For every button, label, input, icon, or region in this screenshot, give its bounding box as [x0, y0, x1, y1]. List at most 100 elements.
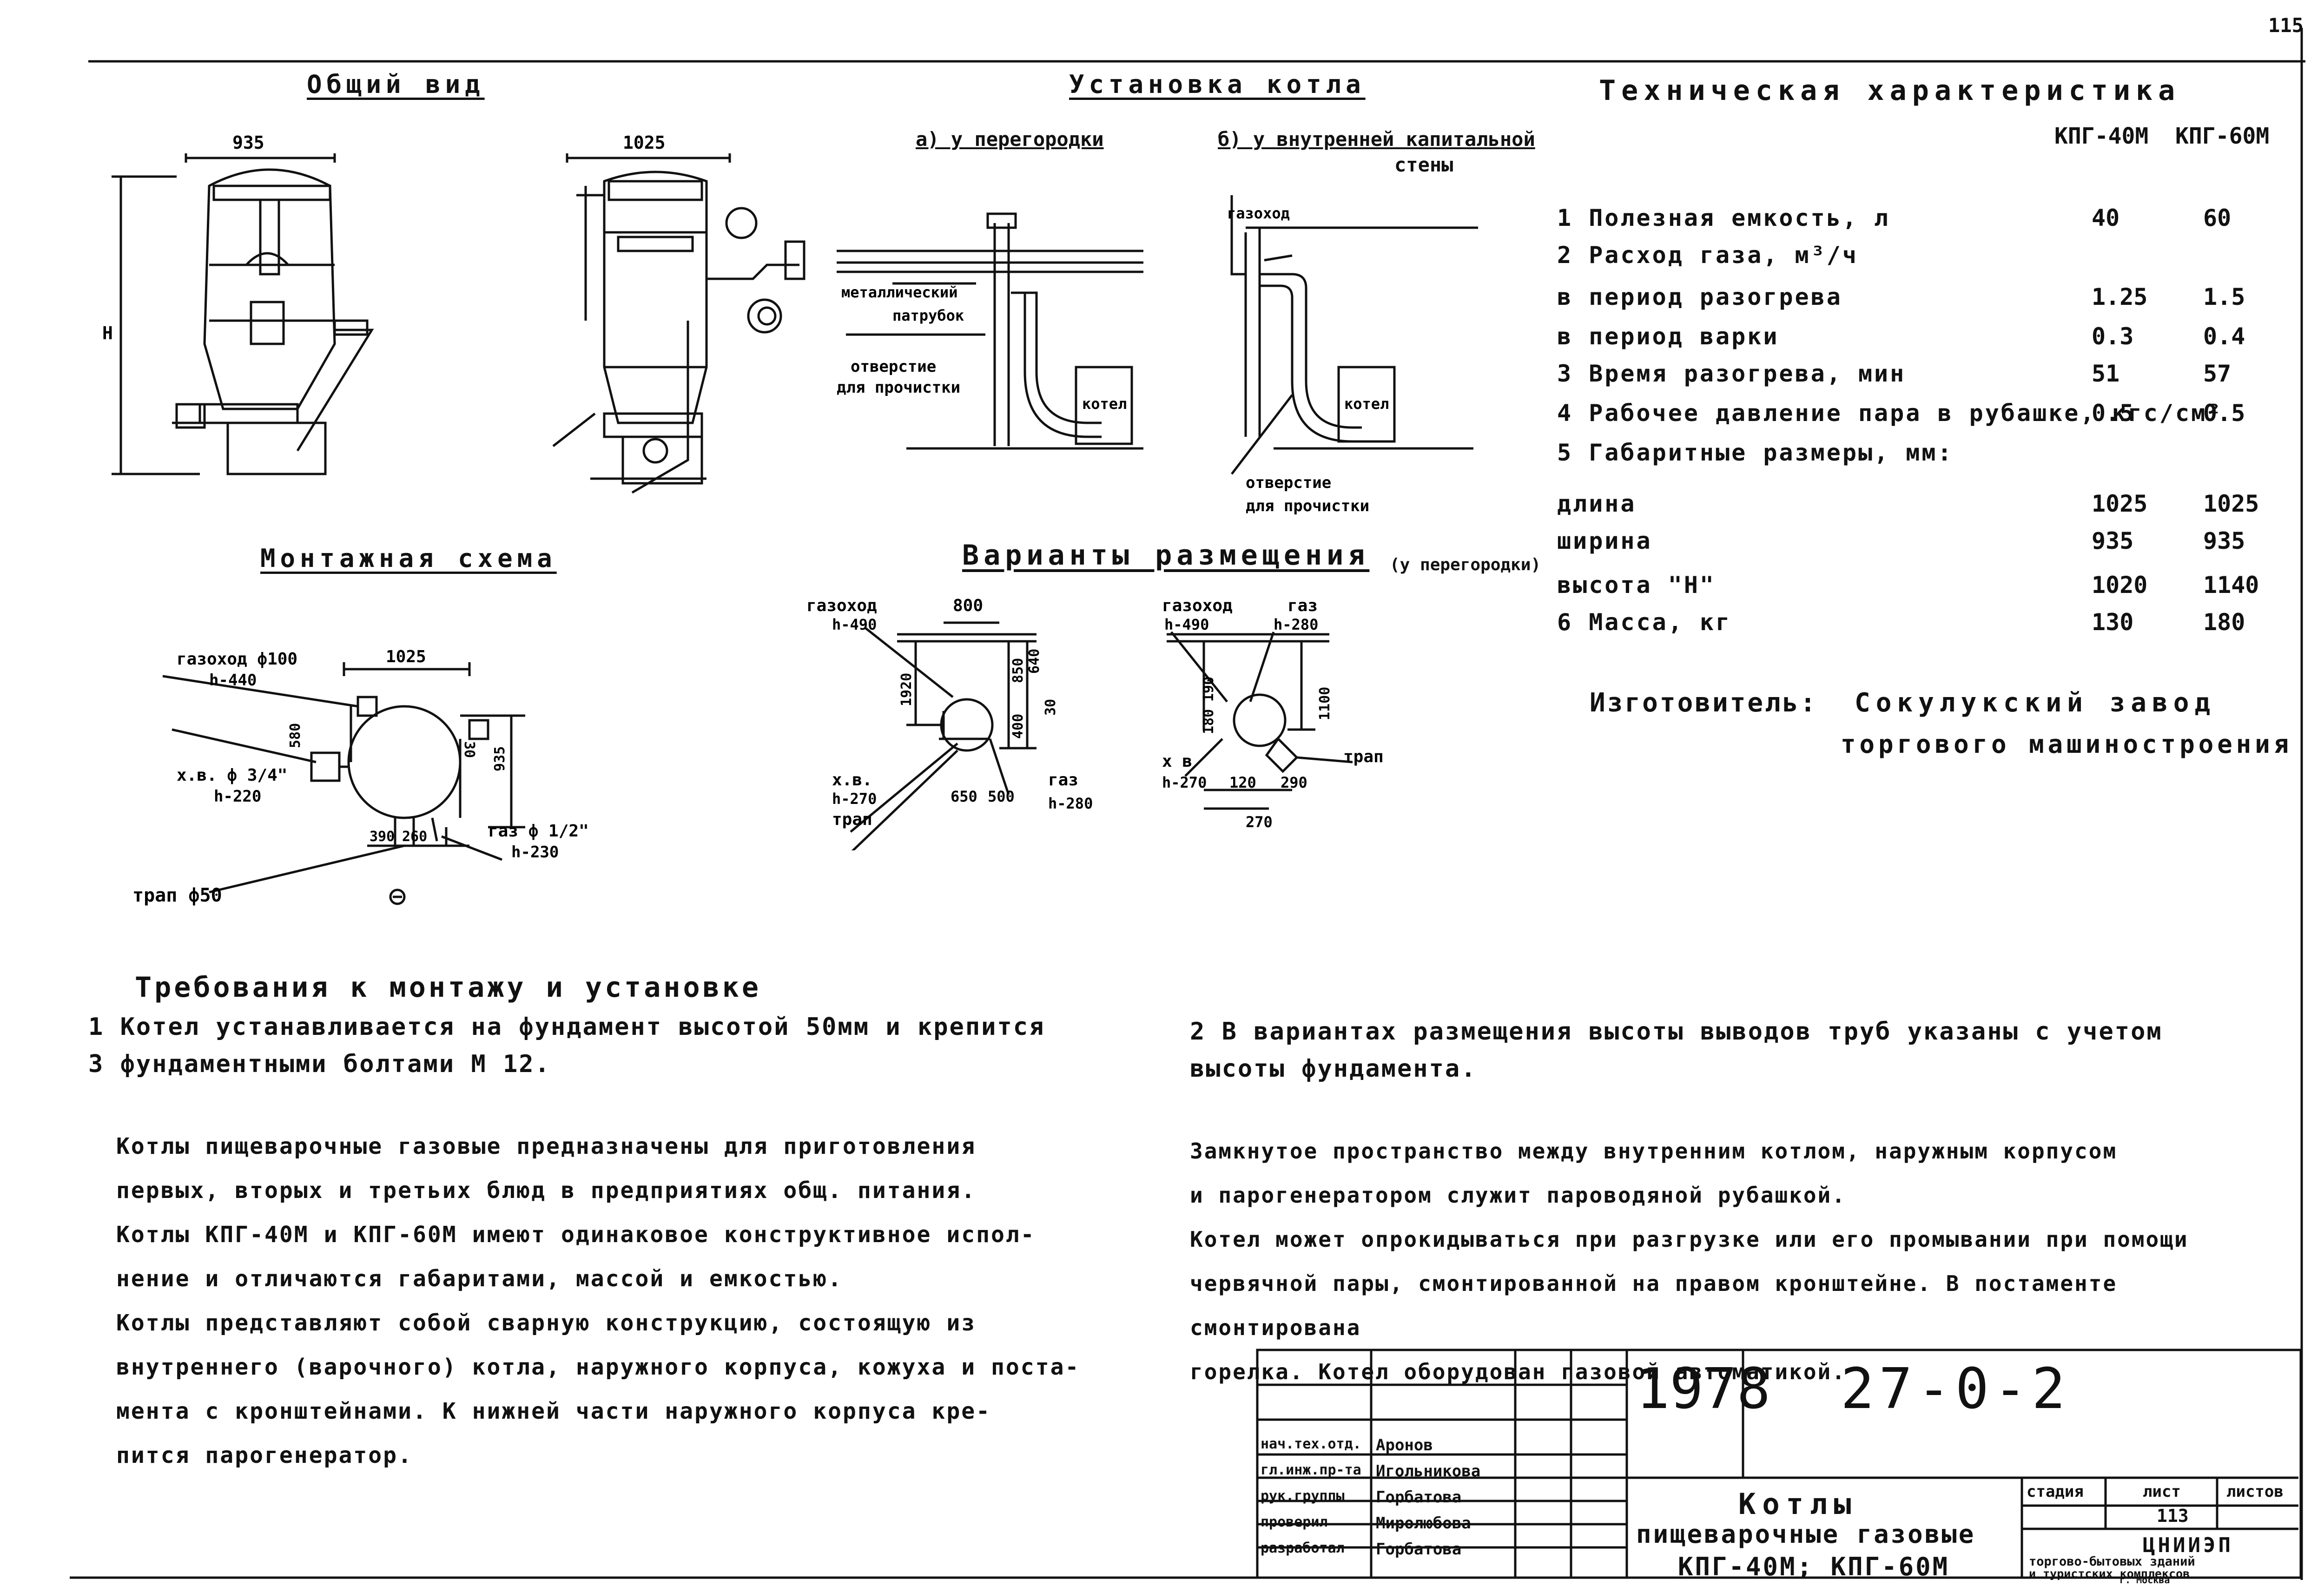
- mounting-scheme-drawing: газоход ф100 h-440 1025 х.в. ф 3/4" h-22…: [132, 647, 589, 906]
- label-cleaning-hole-2: для прочистки: [837, 378, 960, 397]
- tech-row-label: в период варки: [1557, 323, 1779, 350]
- tech-row-label: высота "Н": [1557, 572, 1716, 599]
- tech-col1: КПГ-40М: [2054, 123, 2149, 149]
- stamp-stage-label: стадия: [2027, 1482, 2084, 1501]
- pl-640: 640: [1026, 649, 1043, 674]
- requirements-item1: 1 Котел устанавливается на фундамент выс…: [88, 1013, 1045, 1078]
- heading-installation-b: б) у внутренней капитальной: [1218, 128, 1535, 151]
- pr-180: 180: [1201, 709, 1217, 734]
- stamp-title-3: КПГ-40М; КПГ-60М: [1678, 1552, 1950, 1581]
- tech-row-value-kpg40: 1025: [2092, 490, 2148, 517]
- manufacturer-label: Изготовитель:: [1590, 688, 1818, 718]
- tech-row-value-kpg40: 0.3: [2092, 323, 2134, 350]
- tech-row-label: 3 Время разогрева, мин: [1557, 360, 1906, 387]
- pr-270: 270: [1246, 813, 1273, 831]
- label-metal-pipe-1: металлический: [841, 283, 957, 301]
- tech-row-label: 4 Рабочее давление пара в рубашке, кгс/с…: [1557, 400, 2223, 427]
- tech-row-value-kpg60: 57: [2203, 360, 2232, 387]
- pr-190: 190: [1201, 677, 1217, 702]
- mount-30: 30: [461, 741, 477, 758]
- heading-installation-a: а) у перегородки: [916, 128, 1104, 151]
- stamp-sheet-no: 113: [2157, 1506, 2189, 1526]
- mount-935: 935: [492, 746, 508, 771]
- label-boiler-b: котел: [1344, 395, 1389, 413]
- tech-row-value-kpg60: 0.4: [2203, 323, 2245, 350]
- mount-260: 260: [402, 829, 427, 845]
- stamp-org-1: ЦНИИЭП: [2143, 1533, 2233, 1557]
- stamp-person-role: нач.тех.отд.: [1261, 1436, 1361, 1452]
- heading-installation: Установка котла: [1069, 70, 1366, 99]
- pr-290: 290: [1281, 774, 1307, 791]
- tech-row-value-kpg40: 1020: [2092, 572, 2148, 599]
- pl-flue-h: h-490: [832, 616, 877, 633]
- manufacturer-line2: торгового машиностроения: [1841, 730, 2293, 759]
- stamp-year: 1978: [1636, 1357, 1770, 1421]
- tech-col2: КПГ-60М: [2175, 123, 2270, 149]
- general-view-drawing: 935 1025 H: [102, 132, 805, 494]
- pr-flue-h: h-490: [1164, 616, 1209, 633]
- stamp-org-3: и туристских комплексов: [2029, 1567, 2190, 1580]
- tech-row-value-kpg40: 130: [2092, 609, 2134, 636]
- stamp-title-1: Котлы: [1738, 1487, 1858, 1521]
- description-left: Котлы пищеварочные газовые предназначены…: [116, 1133, 1080, 1468]
- pr-cold-water-h: h-270: [1162, 774, 1207, 791]
- mount-drain: трап ф50: [132, 885, 222, 906]
- tech-row-label: 6 Масса, кг: [1557, 609, 1732, 636]
- title-block-grid: [1256, 1349, 2302, 1579]
- pl-gas-h: h-280: [1048, 795, 1093, 812]
- pr-drain: трап: [1343, 747, 1384, 766]
- description-right: Замкнутое пространство между внутренним …: [1190, 1138, 2189, 1384]
- pl-cold-water: х.в.: [832, 770, 872, 790]
- tech-row-value-kpg40: 0.5: [2092, 400, 2134, 427]
- tech-row-value-kpg60: 935: [2203, 527, 2245, 554]
- mount-flue: газоход ф100: [177, 650, 297, 669]
- tech-title: Техническая характеристика: [1599, 74, 2181, 107]
- stamp-person-role: рук.группы: [1261, 1488, 1345, 1504]
- mount-580: 580: [287, 723, 304, 748]
- tech-row-value-kpg40: 935: [2092, 527, 2134, 554]
- label-cleaning-hole-b-1: отверстие: [1246, 474, 1331, 492]
- tech-row-value-kpg60: 0.5: [2203, 400, 2245, 427]
- stamp-sheet-label: лист: [2143, 1482, 2181, 1501]
- sheet-corner-number: 115: [2268, 14, 2304, 37]
- mount-390: 390: [370, 829, 395, 845]
- pr-gas-h: h-280: [1274, 616, 1318, 633]
- pl-650: 650: [951, 788, 977, 805]
- pr-gas: газ: [1287, 596, 1318, 615]
- pr-120: 120: [1229, 774, 1256, 791]
- stamp-person-role: проверил: [1261, 1514, 1328, 1530]
- tech-row-value-kpg40: 1.25: [2092, 283, 2148, 310]
- dim-h: H: [102, 323, 113, 343]
- mount-1025: 1025: [386, 647, 426, 666]
- stamp-person-name: Аронов: [1376, 1436, 1433, 1454]
- tech-row-label: ширина: [1557, 527, 1652, 554]
- manufacturer-line1: Сокулукский завод: [1855, 688, 2216, 718]
- pr-cold-water: х в: [1162, 752, 1192, 771]
- stamp-person-role: гл.инж.пр-та: [1261, 1462, 1361, 1478]
- pr-flue: газоход: [1162, 596, 1233, 615]
- tech-row-value-kpg60: 1025: [2203, 490, 2259, 517]
- heading-general-view: Общий вид: [307, 70, 485, 99]
- pl-30: 30: [1043, 699, 1059, 716]
- stamp-person-name: Горбатова: [1376, 1488, 1462, 1507]
- label-flue-b: газоход: [1227, 204, 1290, 222]
- stamp-person-name: Миролюбова: [1376, 1514, 1471, 1533]
- mount-cold-water: х.в. ф 3/4": [177, 766, 287, 785]
- heading-installation-b-cont: стены: [1394, 153, 1453, 176]
- stamp-person-role: разработал: [1261, 1540, 1345, 1556]
- heading-mounting-scheme: Монтажная схема: [260, 544, 557, 573]
- stamp-title-2: пищеварочные газовые: [1636, 1520, 1976, 1549]
- pl-800: 800: [953, 596, 983, 615]
- tech-row-label: 2 Расход газа, м³/ч: [1557, 242, 1858, 269]
- pl-gas: газ: [1048, 770, 1078, 790]
- stamp-person-name: Горбатова: [1376, 1540, 1462, 1559]
- stamp-person-name: Игольникова: [1376, 1462, 1481, 1481]
- installation-drawing: металлический патрубок отверстие для про…: [837, 195, 1478, 515]
- pl-400: 400: [1010, 714, 1026, 739]
- requirements-title: Требования к монтажу и установке: [135, 971, 761, 1004]
- pl-500: 500: [988, 788, 1015, 805]
- stamp-code: 27-0-2: [1841, 1357, 2070, 1421]
- tech-row-value-kpg60: 1.5: [2203, 283, 2245, 310]
- mount-gas: газ ф 1/2": [488, 822, 589, 841]
